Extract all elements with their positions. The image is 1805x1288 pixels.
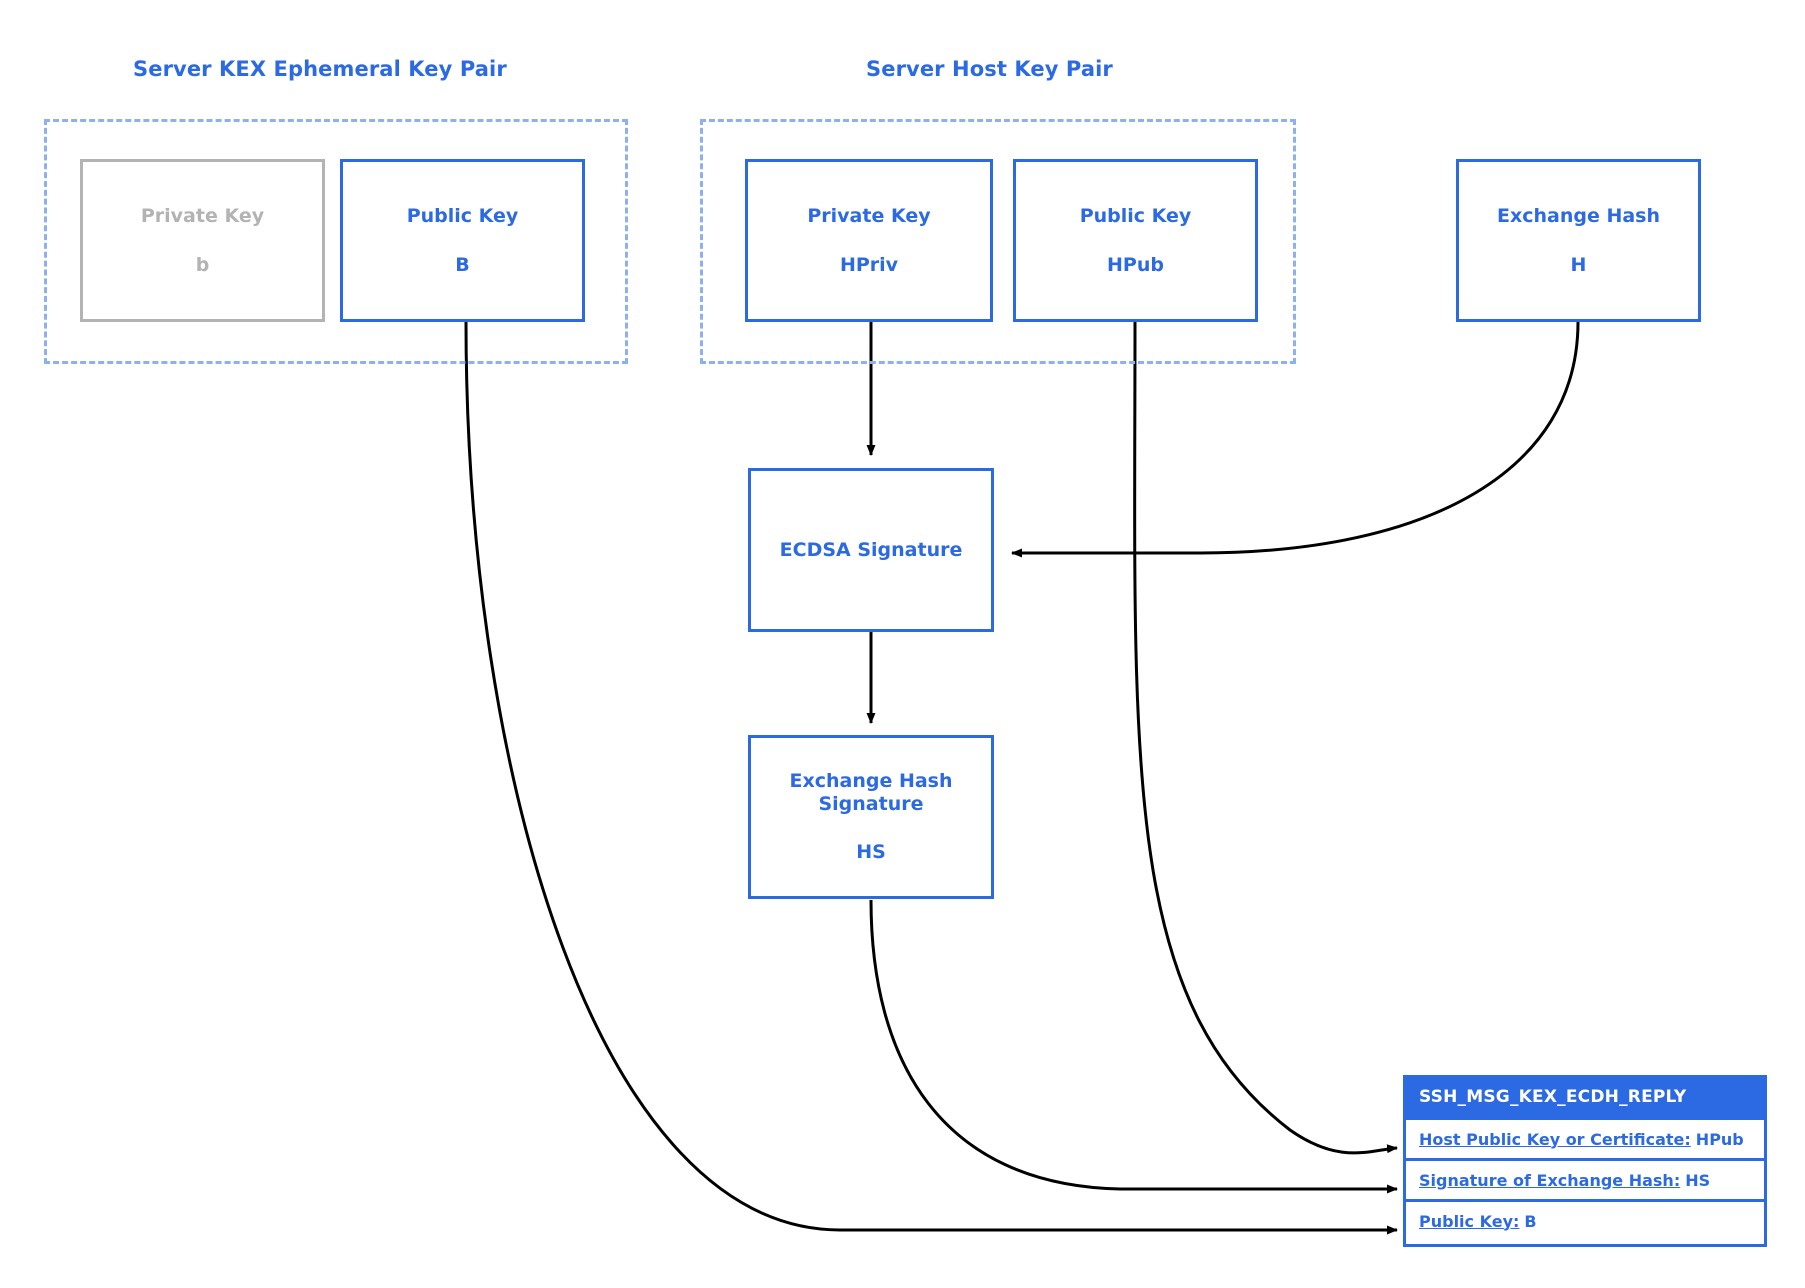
node-value: H — [1570, 253, 1587, 276]
group-title-host-key-pair: Server Host Key Pair — [866, 57, 1113, 81]
msg-row-value: HPub — [1695, 1129, 1744, 1149]
msg-row-host-public-key: Host Public Key or Certificate: HPub — [1406, 1117, 1764, 1158]
msg-row-label: Public Key: — [1419, 1211, 1520, 1231]
node-label-line2: Signature — [818, 792, 924, 815]
group-box-kex-ephemeral — [44, 119, 628, 364]
msg-row-public-key: Public Key: B — [1406, 1199, 1764, 1240]
msg-row-label: Host Public Key or Certificate: — [1419, 1129, 1691, 1149]
msg-row-label: Signature of Exchange Hash: — [1419, 1170, 1681, 1190]
node-label: Public Key — [406, 205, 519, 228]
msg-panel-title: SSH_MSG_KEX_ECDH_REPLY — [1406, 1078, 1764, 1117]
node-label: Public Key — [1079, 205, 1192, 228]
node-value: HS — [856, 841, 886, 864]
edge-hpub-to-msg-hostkey — [1133, 321, 1398, 1155]
group-title-kex-ephemeral: Server KEX Ephemeral Key Pair — [133, 57, 507, 81]
node-kex-public-key: Public Key B — [340, 159, 585, 322]
edge-hs-to-msg-signature — [869, 899, 1398, 1194]
node-value: b — [195, 253, 210, 276]
group-box-host-key-pair — [700, 119, 1296, 364]
msg-row-signature-exchange-hash: Signature of Exchange Hash: HS — [1406, 1158, 1764, 1199]
node-value: B — [455, 253, 470, 276]
ssh-msg-kex-ecdh-reply-panel: SSH_MSG_KEX_ECDH_REPLY Host Public Key o… — [1403, 1075, 1767, 1247]
node-exchange-hash-signature: Exchange Hash Signature HS — [748, 735, 994, 899]
node-kex-private-key: Private Key b — [80, 159, 325, 322]
node-label: Exchange Hash — [1496, 205, 1661, 228]
node-label: Private Key — [140, 205, 265, 228]
node-value: HPriv — [839, 253, 899, 276]
node-label: ECDSA Signature — [779, 538, 963, 561]
node-value: HPub — [1107, 253, 1164, 276]
node-label: Private Key — [807, 205, 931, 228]
node-label-line1: Exchange Hash — [789, 770, 953, 793]
node-host-public-key: Public Key HPub — [1013, 159, 1258, 322]
node-host-private-key: Private Key HPriv — [745, 159, 993, 322]
node-ecdsa-signature: ECDSA Signature — [748, 468, 994, 632]
msg-row-value: B — [1524, 1211, 1537, 1231]
node-exchange-hash: Exchange Hash H — [1456, 159, 1701, 322]
msg-row-value: HS — [1685, 1170, 1711, 1190]
